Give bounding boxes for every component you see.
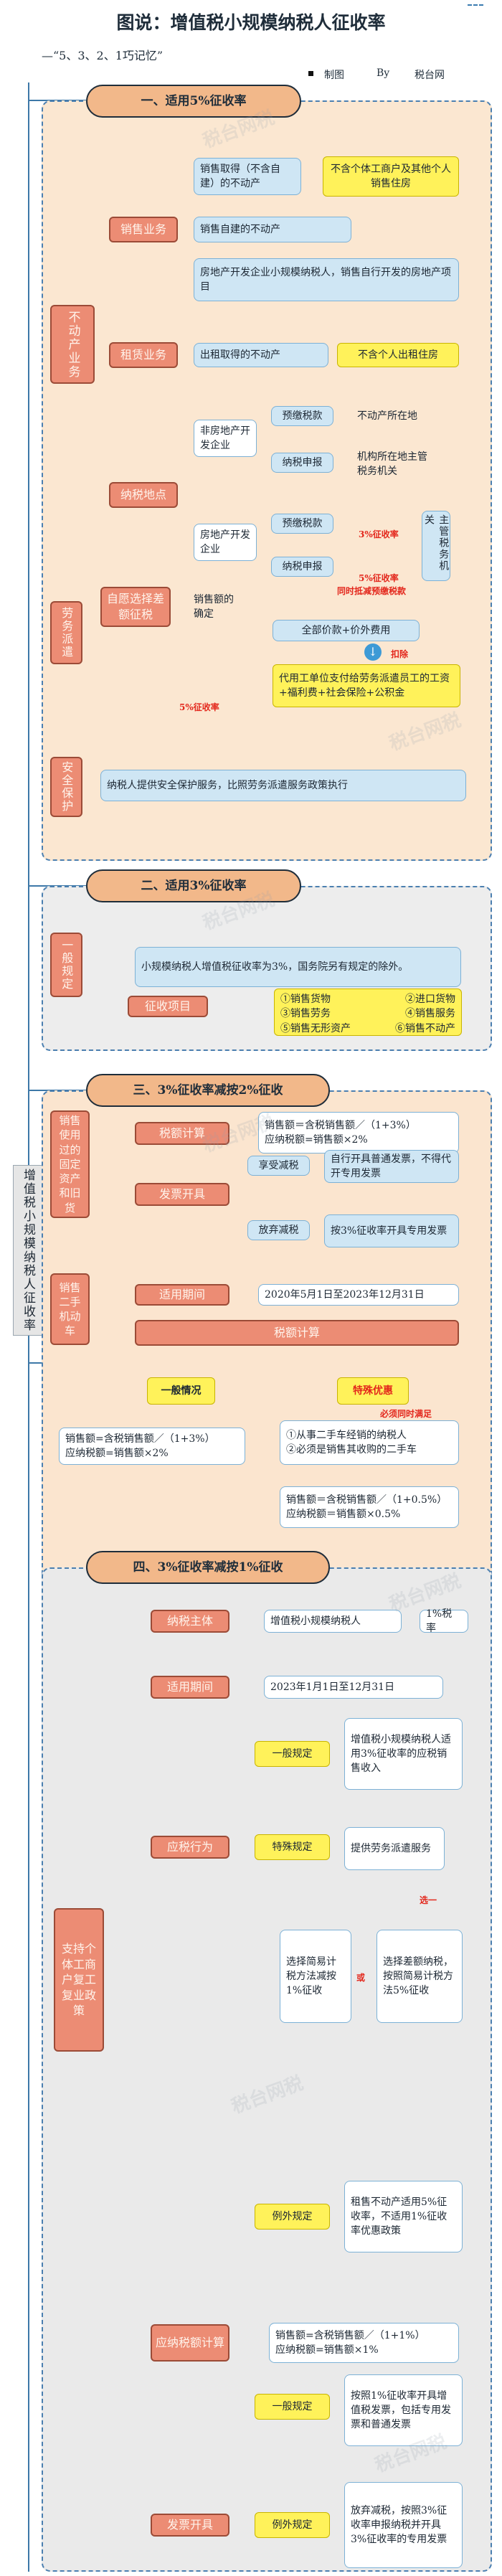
credit-org: 税台网 [415, 70, 445, 81]
node-xiangmu: 征收项目 [128, 996, 208, 1017]
node-fp-yiban: 一般规定 [255, 2394, 330, 2420]
box-items: ①销售货物 ②进口货物 ③销售劳务 ④销售服务 ⑤销售无形资产 ⑥销售不动产 [274, 989, 462, 1036]
label-kouchu: 扣除 [391, 649, 409, 659]
box-yiban-text: 销售额=含税销售额／（1+3%） 应纳税额=销售额×2% [59, 1428, 245, 1465]
text-jigou-suozaidi: 机构所在地主管税务机关 [357, 450, 427, 477]
box-xiangshou-text: 自行开具普通发票，不得代开专用发票 [324, 1150, 459, 1183]
box-shuie-text: 销售额＝含税销售额／（1+3%） 应纳税额=销售额×2% [258, 1112, 459, 1153]
node-xiaoshou: 销售业务 [109, 217, 178, 242]
node-teshu4: 特殊规定 [255, 1834, 330, 1860]
node-laowu: 劳务派遣 [50, 601, 82, 664]
box-liwai4-text: 租售不动产适用5%征收率，不适用1%征收率优惠政策 [344, 2181, 463, 2252]
box-chuzu: 出租取得的不动产 [194, 343, 328, 367]
node-guding: 销售使用过的固定资产和旧货 [50, 1110, 90, 1218]
box-teshu-text: ①从事二手车经销的纳税人 ②必须是销售其收购的二手车 [280, 1420, 459, 1465]
arrow-down-icon: ↓ [364, 643, 382, 661]
box-chuzu-note: 不含个人出租住房 [337, 343, 459, 367]
node-qijian4: 适用期间 [151, 1676, 229, 1699]
box-fangqi-text: 按3%征收率开具专用发票 [324, 1214, 459, 1247]
box-quanbu: 全部价款+价外费用 [273, 620, 420, 641]
box-fangqi: 放弃减税 [247, 1220, 310, 1240]
node-teshu: 特殊优惠 [337, 1377, 409, 1405]
box-zijian: 销售自建的不动产 [194, 217, 351, 242]
side-title: 增值税小规模纳税人征收率 [13, 1165, 43, 1336]
label-rate3: 3%征收率 [359, 529, 399, 539]
box-yiban4-text: 增值税小规模纳税人适用3%征收率的应税销售收入 [344, 1718, 463, 1790]
node-zhuti: 纳税主体 [151, 1610, 229, 1633]
node-zulin: 租赁业务 [109, 342, 178, 368]
item-budongchan: ⑥销售不动产 [395, 1022, 455, 1034]
item-wuxing: ⑤销售无形资产 [280, 1022, 351, 1034]
box-teshu4-text: 提供劳务派遣服务 [344, 1827, 445, 1870]
node-fp-liwai: 例外规定 [255, 2512, 330, 2538]
bullet-dot [308, 71, 313, 76]
page-subtitle: —“5、3、2、1巧记忆” [42, 49, 164, 62]
box-yingna-text: 销售额=含税销售额／（1+1%） 应纳税额=销售额×1% [269, 2323, 459, 2363]
section-5pct-panel [42, 100, 492, 861]
box-qude: 销售取得（不含自建）的不动产 [194, 158, 301, 195]
section-2pct-title: 三、3%征收率减按2%征收 [86, 1074, 330, 1107]
section-3pct-title: 二、适用3%征收率 [86, 869, 301, 902]
box-yujiao2: 预缴税款 [271, 514, 333, 534]
box-teshu-calc: 销售额＝含税销售额／（1+0.5%） 应纳税额＝销售额×0.5% [280, 1486, 459, 1528]
item-laowu: ③销售劳务 [280, 1008, 331, 1020]
page-title: 图说：增值税小规模纳税人征收率 [116, 12, 386, 33]
label-xuan1: 选一 [420, 1895, 437, 1905]
box-zhuti-rate: 1%税率 [420, 1608, 468, 1634]
node-yiban: 一般情况 [147, 1377, 215, 1405]
node-yingna: 应纳税额计算 [151, 2324, 229, 2362]
box-opt1: 选择简易计税方法减按1%征收 [280, 1930, 351, 2023]
node-ershouche: 销售二手机动车 [50, 1273, 90, 1345]
text-xiaoshoue: 销售额的确定 [194, 593, 234, 620]
label-rate5: 5%征收率 [359, 573, 399, 583]
node-liwai4: 例外规定 [255, 2204, 330, 2230]
node-zhichi: 支持个体工商户复工复业政策 [54, 1908, 104, 2052]
credit-by: By [376, 67, 390, 79]
label-rate5b: 5%征收率 [179, 702, 219, 712]
box-qijian-text: 2020年5月1日至2023年12月31日 [258, 1284, 459, 1306]
section-1pct-title: 四、3%征收率减按1%征收 [86, 1551, 330, 1584]
node-yiban4: 一般规定 [255, 1741, 330, 1767]
node-jisuan: 税额计算 [135, 1320, 459, 1346]
box-xiangshou: 享受减税 [247, 1156, 310, 1176]
box-daiwei: 代用工单位支付给劳务派遣员工的工资+福利费+社会保险+公积金 [273, 664, 460, 707]
text-budongchan-suozaidi: 不动产所在地 [357, 410, 417, 422]
box-yujiao: 预缴税款 [271, 406, 333, 426]
box-opt2: 选择差额纳税，按照简易计税方法5%征收 [376, 1930, 463, 2023]
node-budongchan: 不动产业务 [50, 305, 95, 384]
box-fp-yiban-text: 按照1%征收率开具增值税发票，包括专用发票和普通发票 [344, 2374, 463, 2446]
box-nashui-shenbao: 纳税申报 [271, 453, 333, 473]
box-zhuti-text: 增值税小规模纳税人 [264, 1610, 402, 1633]
label-huo: 或 [356, 1973, 366, 1983]
item-huowu: ①销售货物 [280, 994, 331, 1005]
node-guiding: 一般规定 [50, 933, 82, 997]
box-qijian4-text: 2023年1月1日至12月31日 [264, 1676, 443, 1699]
node-nashuidi: 纳税地点 [109, 482, 178, 508]
box-kaifa: 房地产开发企业小规模纳税人，销售自行开发的房地产项目 [194, 258, 459, 301]
top-dash-decoration [468, 4, 483, 6]
box-fei-kaifa: 非房地产开发企业 [194, 420, 257, 457]
node-anquan: 安全保护 [50, 757, 82, 817]
item-fuwu: ④销售服务 [405, 1008, 455, 1020]
credit-made: 制图 [324, 70, 344, 81]
label-bixu: 必须同时满足 [380, 1409, 432, 1419]
node-yingshui: 应税行为 [151, 1836, 229, 1859]
node-fapiao4: 发票开具 [151, 2514, 229, 2537]
node-qijian: 适用期间 [135, 1284, 229, 1306]
label-tongshi: 同时抵减预缴税款 [337, 586, 407, 596]
box-kaifa-qiye: 房地产开发企业 [194, 524, 257, 561]
box-fp-liwai-text: 放弃减税，按照3%征收率申报纳税并开具3%征收率的专用发票 [344, 2482, 463, 2568]
box-anquan-text: 纳税人提供安全保护服务，比照劳务派遣服务政策执行 [100, 770, 466, 801]
node-chaefa: 自愿选择差额征税 [100, 587, 171, 627]
box-zhuguan: 主管税务机关 [422, 511, 450, 581]
box-qude-note: 不含个体工商户及其他个人销售住房 [323, 156, 459, 197]
box-nashui-shenbao2: 纳税申报 [271, 557, 333, 577]
node-fapiao: 发票开具 [135, 1183, 229, 1206]
box-3pct-desc: 小规模纳税人增值税征收率为3%，国务院另有规定的除外。 [135, 947, 461, 987]
item-jinkou: ②进口货物 [405, 994, 455, 1005]
node-shuie: 税额计算 [135, 1122, 229, 1145]
section-5pct-title: 一、适用5%征收率 [86, 85, 301, 118]
